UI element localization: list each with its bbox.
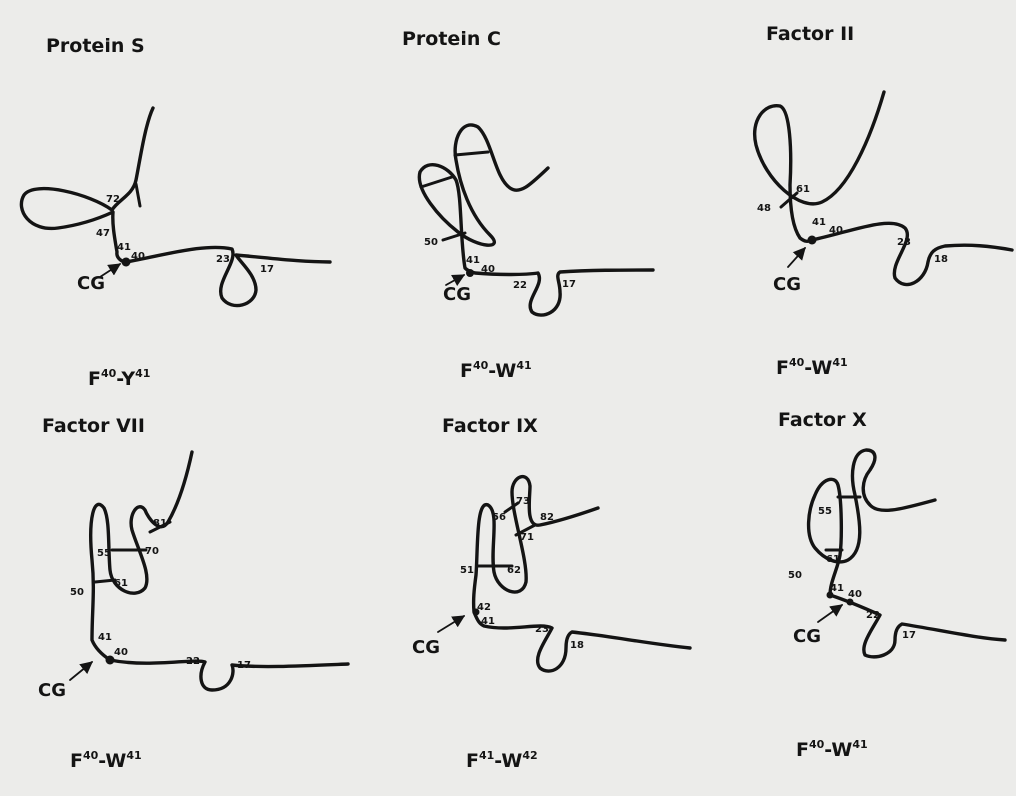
cg-arrow	[787, 247, 806, 268]
cg-label: CG	[793, 626, 821, 647]
panel-caption: F40-W41	[776, 356, 848, 379]
protein-backbone	[806, 448, 1007, 659]
residue-label: 55	[818, 506, 832, 517]
panel-factor-ix: Factor IX CG 73 56 82 71 51 62 42 41 23 …	[412, 415, 692, 772]
panel-caption: F40-W41	[460, 359, 532, 382]
residue-label: 17	[260, 264, 274, 275]
panel-caption: F40-W41	[70, 749, 142, 772]
residue-label: 40	[829, 225, 843, 236]
residue-label: 55	[97, 548, 111, 559]
cg-label: CG	[38, 680, 66, 701]
residue-label: 42	[477, 602, 491, 613]
residue-label: 48	[757, 203, 771, 214]
residue-label: 50	[424, 237, 438, 248]
cg-arrow	[99, 263, 122, 278]
protein-backbone	[417, 123, 655, 317]
residue-label: 61	[114, 578, 128, 589]
panel-title: Factor X	[778, 409, 867, 431]
cg-site-dot	[807, 235, 817, 245]
protein-backbone	[19, 106, 332, 308]
residue-label: 73	[516, 496, 530, 507]
panel-title: Factor IX	[442, 415, 538, 437]
residue-label: 41	[466, 255, 480, 266]
residue-label: 23	[216, 254, 230, 265]
disulfide-bond	[453, 150, 490, 157]
residue-label: 41	[117, 242, 131, 253]
cg-site-dot	[846, 598, 854, 606]
residue-label: 70	[145, 546, 159, 557]
cg-arrow	[445, 274, 466, 287]
panel-title: Protein C	[402, 28, 501, 50]
disulfide-bond	[93, 578, 117, 584]
panel-protein-c: Protein C CG 50 41 40 22 17 F40-W41	[402, 28, 655, 382]
residue-label: 40	[848, 589, 862, 600]
cg-site-dot	[466, 269, 474, 277]
cg-arrow	[69, 661, 93, 681]
residue-label: 40	[481, 264, 495, 275]
cg-site-dot	[105, 655, 115, 665]
residue-label: 23	[897, 237, 911, 248]
panel-caption: F40-Y41	[88, 367, 150, 390]
panel-protein-s: Protein S CG 72 47 41 40 23 17 F40-Y41	[19, 35, 332, 390]
cg-site-dot	[826, 591, 834, 599]
disulfide-bond	[134, 182, 142, 208]
disulfide-bond	[503, 501, 520, 514]
panel-title: Protein S	[46, 35, 145, 57]
panel-title: Factor II	[766, 23, 854, 45]
residue-label: 22	[866, 610, 880, 621]
residue-label: 47	[96, 228, 110, 239]
cg-arrow	[437, 615, 466, 633]
disulfide-bond	[148, 520, 172, 534]
residue-label: 61	[796, 184, 810, 195]
residue-label: 18	[934, 254, 948, 265]
residue-label: 51	[460, 565, 474, 576]
cg-arrow	[817, 604, 844, 623]
residue-label: 17	[237, 660, 251, 671]
protein-backbone	[89, 450, 350, 692]
disulfide-bond	[419, 175, 454, 189]
residue-label: 41	[812, 217, 826, 228]
residue-label: 17	[902, 630, 916, 641]
residue-label: 50	[70, 587, 84, 598]
cg-label: CG	[443, 284, 471, 305]
residue-label: 18	[570, 640, 584, 651]
protein-backbone	[471, 474, 692, 673]
residue-label: 61	[826, 554, 840, 565]
disulfide-bond	[441, 231, 467, 242]
residue-label: 41	[830, 583, 844, 594]
residue-label: 71	[520, 532, 534, 543]
panel-factor-vii: Factor VII CG 81 55 70 61 50 41 40 22 17…	[38, 415, 350, 772]
disulfide-bond	[779, 191, 799, 209]
panel-title: Factor VII	[42, 415, 145, 437]
residue-label: 22	[513, 280, 527, 291]
residue-label: 23	[535, 624, 549, 635]
cg-site-dot	[121, 257, 131, 267]
protein-backbone	[752, 90, 1014, 287]
panel-caption: F40-W41	[796, 738, 868, 761]
residue-label: 72	[106, 194, 120, 205]
residue-label: 81	[153, 518, 167, 529]
residue-label: 62	[507, 565, 521, 576]
residue-label: 41	[481, 616, 495, 627]
disulfide-bond	[514, 523, 537, 537]
residue-label: 41	[98, 632, 112, 643]
residue-label: 40	[131, 251, 145, 262]
cg-label: CG	[412, 637, 440, 658]
residue-label: 56	[492, 512, 506, 523]
residue-label: 82	[540, 512, 554, 523]
panel-caption: F41-W42	[466, 749, 538, 772]
residue-label: 17	[562, 279, 576, 290]
panel-factor-x: Factor X CG 55 61 50 41 40 22 17 F40-W41	[778, 409, 1007, 761]
cg-label: CG	[77, 273, 105, 294]
residue-label: 50	[788, 570, 802, 581]
panel-factor-ii: Factor II CG 61 48 41 40 23 18 F40-W41	[752, 23, 1014, 379]
residue-label: 22	[186, 656, 200, 667]
cg-label: CG	[773, 274, 801, 295]
residue-label: 40	[114, 647, 128, 658]
cg-site-dot	[472, 608, 480, 616]
